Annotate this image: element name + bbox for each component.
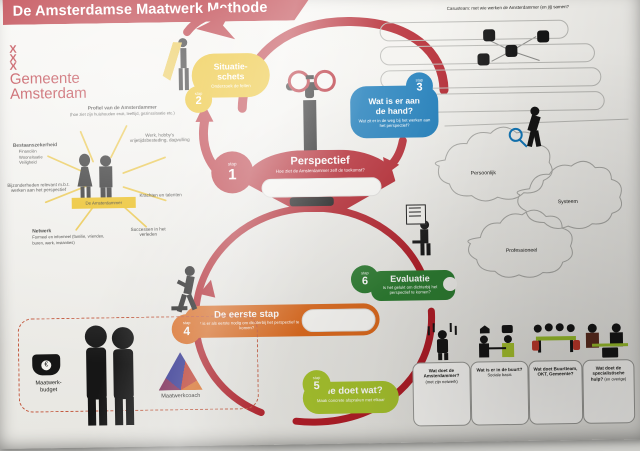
step-5-number: 5 (313, 379, 320, 392)
profile-spoke-bijzonderheden: Bijzonderheden relevant m.b.t. werken aa… (7, 181, 70, 194)
house-icon (480, 325, 490, 333)
profile-spoke-netwerk: Netwerk Formeel en informeel (familie, v… (32, 227, 110, 245)
meeting-table-illustration (531, 322, 581, 359)
perspectief-write-slot[interactable] (261, 177, 382, 198)
profile-center-label-text: De Amsterdammer (85, 200, 123, 206)
maatwerkcoach-label: Maatwerkcoach (161, 392, 201, 400)
actor-card-1-sub: Sociale basis (487, 372, 512, 378)
profile-spoke-profiel: Profiel van de Amsterdammer (hoe ziet zi… (54, 104, 190, 118)
desk-consult-illustration (585, 321, 631, 358)
note-taking-person-figure (405, 204, 441, 256)
pencil-person-figure (169, 38, 196, 92)
profile-spoke-krachten: Krachten en talenten (139, 192, 182, 198)
step-6-subtitle: Is het gelukt om dichterbij het perspect… (382, 284, 438, 295)
step-3-stap-label: stap (415, 77, 424, 83)
step-3-subtitle: Wat zit er in de weg bij het werken aan … (358, 116, 431, 128)
actor-card-0-sub: (met zijn netwerk) (425, 378, 458, 385)
step-6-number: 6 (361, 275, 369, 288)
binoculars-person-icon (285, 69, 337, 103)
actor-card-0-title: Wat doet de Amsterdammer? (423, 367, 460, 379)
step-1-stap-label: stap (227, 161, 237, 167)
cloud-label-systeem: Systeem (557, 198, 578, 206)
maatwerkbudget-label-line2: budget (40, 387, 58, 394)
briefcase-icon (602, 347, 619, 358)
profile-spoke-werk-hobbys: Werk, hobby's vrijetijdsbesteding, dagvu… (129, 132, 190, 144)
casusteam-node-top-icon (483, 29, 496, 42)
profile-spoke-profiel-sub: (hoe ziet zijn huishouden eruit, leeftij… (69, 110, 175, 118)
step-6-title: Evaluatie (390, 273, 430, 284)
step-1-number: 1 (228, 166, 237, 184)
two-people-figure (82, 325, 146, 426)
two-people-table-illustration (476, 324, 521, 360)
magnifier-icon (508, 127, 528, 148)
step-2-stap-label: stap (194, 90, 203, 96)
actor-card-buurt-text: Wat is er in de buurt? Sociale basis (474, 367, 524, 379)
actor-card-buurtteam-text: Wat doet Buurtteam, OKT, Gemeente? (532, 366, 578, 378)
chat-icon (501, 324, 513, 334)
inspecting-person-figure (520, 106, 547, 148)
actor-card-specialistisch-text: Wat doet de specialistische hulp? (en ov… (586, 365, 630, 382)
perspectief-base (289, 196, 334, 207)
actor-card-buurt[interactable]: Wat is er in de buurt? Sociale basis (470, 360, 530, 426)
actor-card-3-sub: (en overige) (604, 376, 627, 382)
step-3-number: 3 (416, 81, 423, 94)
maatwerkbudget-label-line1: Maatwerk- (35, 380, 62, 387)
cloud-label-persoonlijk: Persoonlijk (470, 170, 497, 177)
casusteam-node-center-icon (505, 44, 518, 58)
profile-spoke-bestaanszekerheid: Bestaanszekerheid Financiën Woonsituatie… (13, 142, 81, 165)
cloud-label-professioneel: Professioneel (505, 247, 538, 255)
casusteam-node-right-icon (537, 30, 550, 43)
step-6-stap-label: stap (361, 270, 369, 276)
step-2-title-line2: schets (217, 70, 245, 82)
maatwerkbudget-label: Maatwerk- budget (21, 380, 77, 395)
actor-card-amsterdammer-text: Wat doet de Amsterdammer? (met zijn netw… (416, 368, 466, 385)
bestaanszekerheid-bullet-2: Veiligheid (19, 159, 37, 165)
step-2-number: 2 (195, 95, 202, 108)
actor-card-specialistisch[interactable]: Wat doet de specialistische hulp? (en ov… (582, 359, 636, 424)
maatwerkbudget-euro-icon: € (41, 360, 52, 371)
step-3-title-line2: de hand? (375, 105, 414, 117)
profile-spoke-netwerk-sub: Formeel en informeel (familie, vrienden,… (32, 233, 105, 246)
perspectief-stand (303, 100, 318, 159)
cloud-shapes (434, 126, 623, 278)
step-2-subtitle: Onderzoek de feiten (211, 82, 251, 89)
eerste-stap-write-slot[interactable] (301, 308, 376, 333)
casusteam-node-left-icon (477, 53, 490, 66)
lower-cycle-circle (192, 204, 436, 426)
climbing-person-figure (171, 265, 206, 315)
step-perspectief-title: Perspectief (290, 154, 350, 168)
actor-card-amsterdammer[interactable]: Wat doet de Amsterdammer? (met zijn netw… (412, 361, 472, 427)
profile-spoke-successen: Successen in het verleden (130, 226, 166, 238)
actor-card-2-title: Wat doet Buurtteam, OKT, Gemeente? (533, 365, 578, 378)
single-person-illustration (427, 322, 457, 361)
actor-card-buurtteam[interactable]: Wat doet Buurtteam, OKT, Gemeente? (528, 359, 584, 425)
step-5-stap-label: stap (312, 375, 321, 381)
profile-center-label: De Amsterdammer (71, 196, 136, 209)
